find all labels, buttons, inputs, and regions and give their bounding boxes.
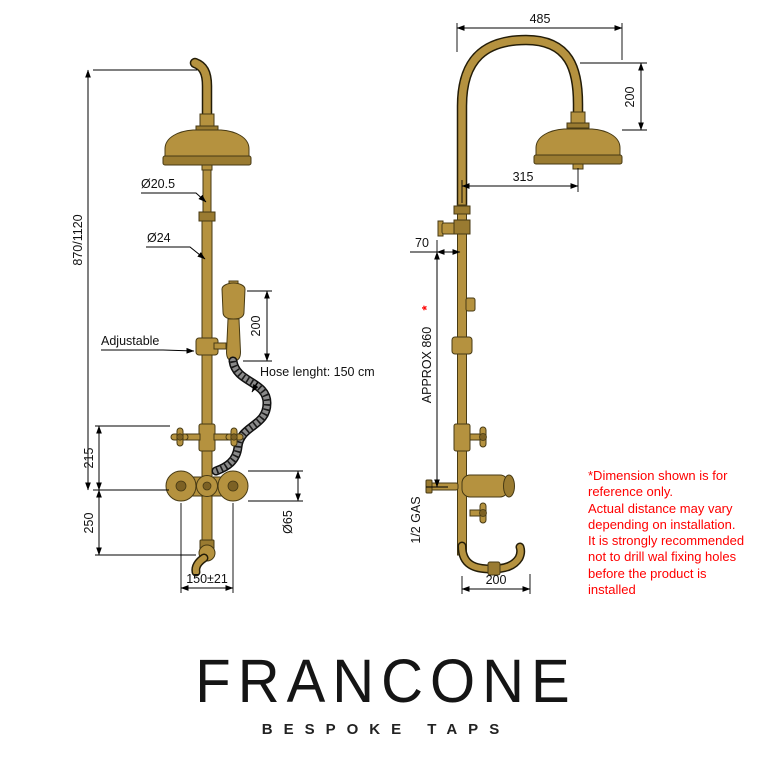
dim-outlet-depth: 200 bbox=[461, 573, 531, 594]
dim-label-870-1120: 870/1120 bbox=[71, 214, 85, 265]
wall-bracket-side bbox=[437, 219, 471, 237]
front-view: 870/1120 215 250 Ø20.5 Ø24 Adjustable bbox=[71, 57, 375, 593]
dim-250: 250 bbox=[82, 489, 196, 556]
brand-name: FRANCONE bbox=[195, 647, 577, 716]
valve-assembly-front bbox=[165, 470, 249, 502]
side-view: 485 200 315 70 APPROX 860 * 1/2 bbox=[409, 12, 647, 594]
hand-shower-bracket bbox=[195, 337, 227, 356]
label-hose-length: Hose lenght: 150 cm bbox=[251, 365, 375, 393]
connection-label: 1/2 GAS bbox=[409, 496, 423, 543]
shower-head-side bbox=[533, 111, 623, 170]
shower-hose bbox=[211, 356, 272, 476]
dim-head-reach: 315 bbox=[461, 168, 579, 203]
dim-head-diameter: Ø20.5 bbox=[141, 177, 207, 203]
diverter-handle-side bbox=[453, 423, 487, 452]
dim-label-pipe-diameter: Ø24 bbox=[147, 231, 171, 245]
diverter-assembly-front bbox=[170, 423, 244, 452]
dim-asterisk: * bbox=[419, 305, 434, 311]
label-connection: 1/2 GAS bbox=[409, 496, 423, 543]
dim-label-width-total: 485 bbox=[530, 12, 551, 26]
brand-tagline: BESPOKE TAPS bbox=[261, 721, 511, 738]
dim-215: 215 bbox=[82, 425, 170, 491]
dim-pipe-diameter: Ø24 bbox=[146, 231, 206, 260]
valve-assembly-side bbox=[461, 474, 515, 524]
dim-label-head-reach: 315 bbox=[513, 170, 534, 184]
slider-bracket-side bbox=[451, 336, 473, 355]
dim-label-height-approx: APPROX 860 bbox=[420, 327, 434, 403]
dim-inlet-spacing: 150±21 bbox=[180, 503, 234, 593]
adjustment-collar bbox=[198, 211, 216, 222]
dim-label-head-drop: 200 bbox=[623, 87, 637, 108]
adjustable-label: Adjustable bbox=[101, 334, 159, 348]
bottom-outlet-front bbox=[191, 539, 216, 577]
dim-label-head-diameter: Ø20.5 bbox=[141, 177, 175, 191]
hose-length-label: Hose lenght: 150 cm bbox=[260, 365, 375, 379]
brand-logo: FRANCONE BESPOKE TAPS bbox=[0, 647, 772, 738]
dim-label-250: 250 bbox=[82, 513, 96, 534]
dim-wall-offset: 70 bbox=[410, 236, 461, 258]
shower-head-front bbox=[162, 113, 252, 171]
reference-note: *Dimension shown is for reference only. … bbox=[588, 468, 745, 597]
dim-width-total: 485 bbox=[456, 12, 623, 60]
dim-label-valve-diameter: Ø65 bbox=[281, 510, 295, 534]
inlet-connection-side bbox=[425, 479, 459, 494]
dim-label-inlet-spacing: 150±21 bbox=[186, 572, 228, 586]
dim-handshower-length: 200 bbox=[243, 290, 272, 362]
dim-label-handshower-length: 200 bbox=[249, 316, 263, 337]
dim-870-1120: 870/1120 bbox=[71, 69, 197, 491]
riser-pipe-side bbox=[453, 204, 471, 556]
bottom-spout-side bbox=[457, 541, 526, 576]
gooseneck-arm bbox=[456, 34, 584, 218]
dim-valve-diameter: Ø65 bbox=[248, 470, 303, 534]
dim-label-outlet-depth: 200 bbox=[486, 573, 507, 587]
hand-shower-holder-side bbox=[465, 297, 476, 312]
dim-label-215: 215 bbox=[82, 448, 96, 469]
dim-height-approx: APPROX 860 * bbox=[419, 251, 448, 488]
dim-head-drop: 200 bbox=[580, 62, 647, 131]
top-arm-front bbox=[189, 57, 213, 138]
dim-label-wall-offset: 70 bbox=[415, 236, 429, 250]
label-adjustable: Adjustable bbox=[101, 334, 195, 354]
